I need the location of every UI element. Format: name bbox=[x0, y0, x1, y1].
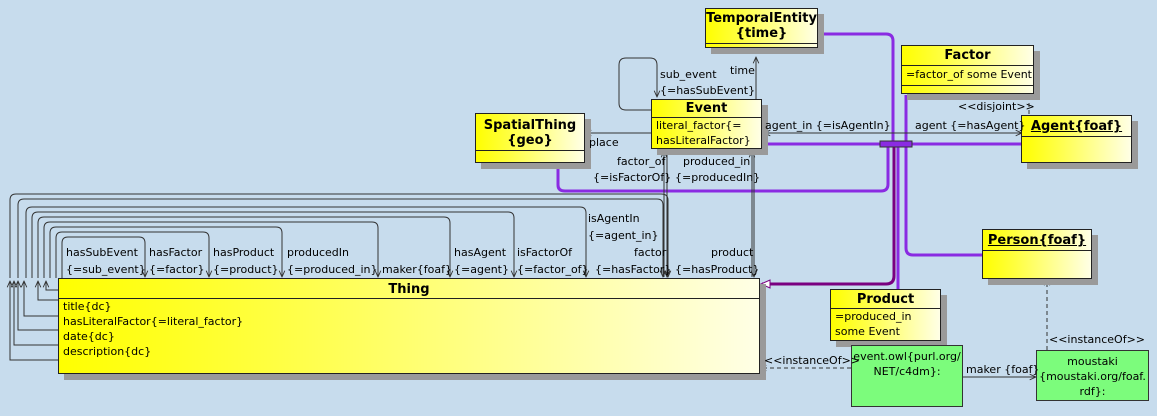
class-agent[interactable]: Agent{foaf} bbox=[1021, 115, 1132, 163]
label-has-sub-event-alias: {=sub_event} bbox=[66, 263, 146, 276]
class-title: Factor bbox=[944, 48, 991, 63]
class-title-namespace: {time} bbox=[735, 26, 788, 41]
instance-event-owl[interactable]: event.owl{purl.org/ NET/c4dm}: bbox=[851, 345, 963, 407]
class-event[interactable]: Event literal_factor{= hasLiteralFactor} bbox=[651, 99, 762, 149]
label-has-agent: hasAgent bbox=[454, 246, 507, 259]
label-produced-in-thing-alias: {=produced_in} bbox=[287, 263, 378, 276]
class-attribute: description{dc} bbox=[63, 345, 152, 358]
class-attribute: hasLiteralFactor} bbox=[656, 134, 751, 147]
class-attribute: =factor_of some Event bbox=[906, 68, 1032, 81]
label-factor-of: factor_of bbox=[617, 155, 666, 168]
class-factor[interactable]: Factor =factor_of some Event bbox=[901, 45, 1034, 94]
class-attribute: =produced_in bbox=[835, 310, 912, 323]
class-title: TemporalEntity bbox=[706, 11, 817, 26]
label-factor: factor bbox=[634, 246, 667, 259]
class-attribute: date{dc} bbox=[63, 330, 115, 343]
class-spatial-thing[interactable]: SpatialThing {geo} bbox=[475, 113, 585, 163]
label-maker-foaf: maker {foaf} bbox=[966, 363, 1040, 376]
label-is-factor-of: isFactorOf bbox=[517, 246, 572, 259]
instance-label: rdf}: bbox=[1079, 385, 1106, 398]
instance-label: moustaki bbox=[1067, 355, 1118, 368]
label-has-factor: hasFactor bbox=[149, 246, 203, 259]
label-has-factor-alias: {=factor} bbox=[149, 263, 205, 276]
class-attribute: title{dc} bbox=[63, 300, 112, 313]
class-title: Thing bbox=[388, 282, 430, 297]
instance-label: NET/c4dm}: bbox=[873, 365, 941, 378]
class-person[interactable]: Person{foaf} bbox=[982, 229, 1092, 279]
label-factor-of-alias: {=isFactorOf} bbox=[593, 171, 672, 184]
generalization-junction bbox=[879, 140, 913, 148]
class-attribute: literal_factor{= bbox=[656, 119, 742, 132]
label-has-product: hasProduct bbox=[213, 246, 275, 259]
label-agent-in: agent_in {=isAgentIn} bbox=[765, 119, 891, 132]
label-instance-of-event: <<instanceOf>> bbox=[764, 354, 860, 367]
class-title: SpatialThing bbox=[483, 118, 577, 133]
label-produced-in-thing: producedIn bbox=[287, 246, 349, 259]
label-product: product bbox=[711, 246, 754, 259]
label-factor-alias: {=hasFactor} bbox=[595, 263, 672, 276]
label-is-agent-in: isAgentIn bbox=[588, 212, 640, 225]
class-title: Product bbox=[856, 292, 915, 307]
class-attribute: some Event bbox=[835, 325, 900, 338]
class-title: Person{foaf} bbox=[987, 233, 1087, 248]
instance-label: event.owl{purl.org/ bbox=[853, 350, 961, 363]
label-disjoint: <<disjoint>> bbox=[958, 100, 1035, 113]
class-temporal-entity[interactable]: TemporalEntity {time} bbox=[705, 8, 818, 48]
class-attribute: hasLiteralFactor{=literal_factor} bbox=[63, 315, 244, 328]
class-thing[interactable]: Thing title{dc} hasLiteralFactor{=litera… bbox=[58, 278, 760, 374]
class-title: Agent{foaf} bbox=[1030, 119, 1123, 134]
label-time: time bbox=[730, 64, 755, 77]
label-instance-of-person: <<instanceOf>> bbox=[1049, 333, 1145, 346]
label-product-alias: {=hasProduct} bbox=[675, 263, 760, 276]
instance-moustaki[interactable]: moustaki {moustaki.org/foaf. rdf}: bbox=[1036, 350, 1149, 401]
class-title-namespace: {geo} bbox=[507, 133, 553, 148]
label-place: place bbox=[589, 136, 619, 149]
class-title: Event bbox=[685, 101, 728, 116]
thing-generalization-line bbox=[762, 143, 896, 286]
label-is-factor-of-alias: {=factor_of} bbox=[517, 263, 589, 276]
label-has-sub-event: hasSubEvent bbox=[66, 246, 138, 259]
class-product[interactable]: Product =produced_in some Event bbox=[830, 289, 941, 341]
instance-label: {moustaki.org/foaf. bbox=[1039, 370, 1146, 383]
label-maker: maker{foaf} bbox=[382, 263, 452, 276]
label-sub-event: sub_event bbox=[660, 68, 717, 81]
label-produced-in-alias: {=producedIn} bbox=[675, 171, 761, 184]
label-has-agent-alias: {=agent} bbox=[454, 263, 509, 276]
label-produced-in: produced_in bbox=[683, 155, 751, 168]
label-is-agent-in-alias: {=agent_in} bbox=[588, 229, 659, 242]
label-has-product-alias: {=product} bbox=[213, 263, 279, 276]
label-sub-event-alias: {=hasSubEvent} bbox=[660, 84, 756, 97]
label-agent: agent {=hasAgent} bbox=[915, 119, 1026, 132]
